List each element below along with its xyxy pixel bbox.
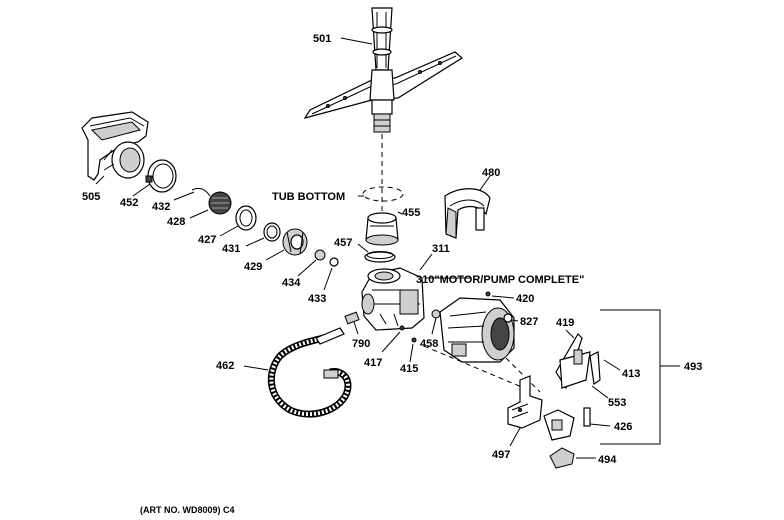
label-417: 417	[364, 357, 382, 369]
label-493: 493	[684, 361, 702, 373]
label-432: 432	[152, 201, 170, 213]
label-452: 452	[120, 197, 138, 209]
filter-cylinder-part	[365, 212, 399, 246]
label-310: 310"MOTOR/PUMP COMPLETE"	[416, 274, 584, 286]
label-501: 501	[313, 33, 331, 45]
label-462: 462	[216, 360, 234, 372]
pump-housing-part	[361, 267, 425, 331]
label-553: 553	[608, 397, 626, 409]
label-311: 311	[432, 243, 450, 255]
duct-part	[444, 188, 491, 239]
label-433: 433	[308, 293, 326, 305]
label-458: 458	[420, 338, 438, 350]
label-427: 427	[198, 234, 216, 246]
label-429: 429	[244, 261, 262, 273]
label-tub-bottom: TUB BOTTOM	[272, 191, 345, 203]
label-457: 457	[334, 237, 352, 249]
label-413: 413	[622, 368, 640, 380]
label-455: 455	[402, 207, 420, 219]
label-827: 827	[520, 316, 538, 328]
label-434: 434	[282, 277, 301, 289]
label-419: 419	[556, 317, 574, 329]
spray-arm-part	[303, 7, 464, 133]
label-431: 431	[222, 243, 240, 255]
drain-hose-part	[267, 327, 352, 418]
art-number-caption: (ART NO. WD8009) C4	[140, 505, 235, 515]
label-415: 415	[400, 363, 418, 375]
sensor-bracket-part	[555, 333, 601, 390]
label-790: 790	[352, 338, 370, 350]
mounting-bracket-part	[507, 375, 543, 429]
inlet-housing-part	[81, 111, 149, 181]
label-505: 505	[82, 191, 100, 203]
label-426: 426	[614, 421, 632, 433]
label-494: 494	[598, 454, 617, 466]
label-420: 420	[516, 293, 534, 305]
label-497: 497	[492, 449, 510, 461]
motor-part	[439, 297, 515, 363]
label-480: 480	[482, 167, 500, 179]
label-428: 428	[167, 216, 185, 228]
